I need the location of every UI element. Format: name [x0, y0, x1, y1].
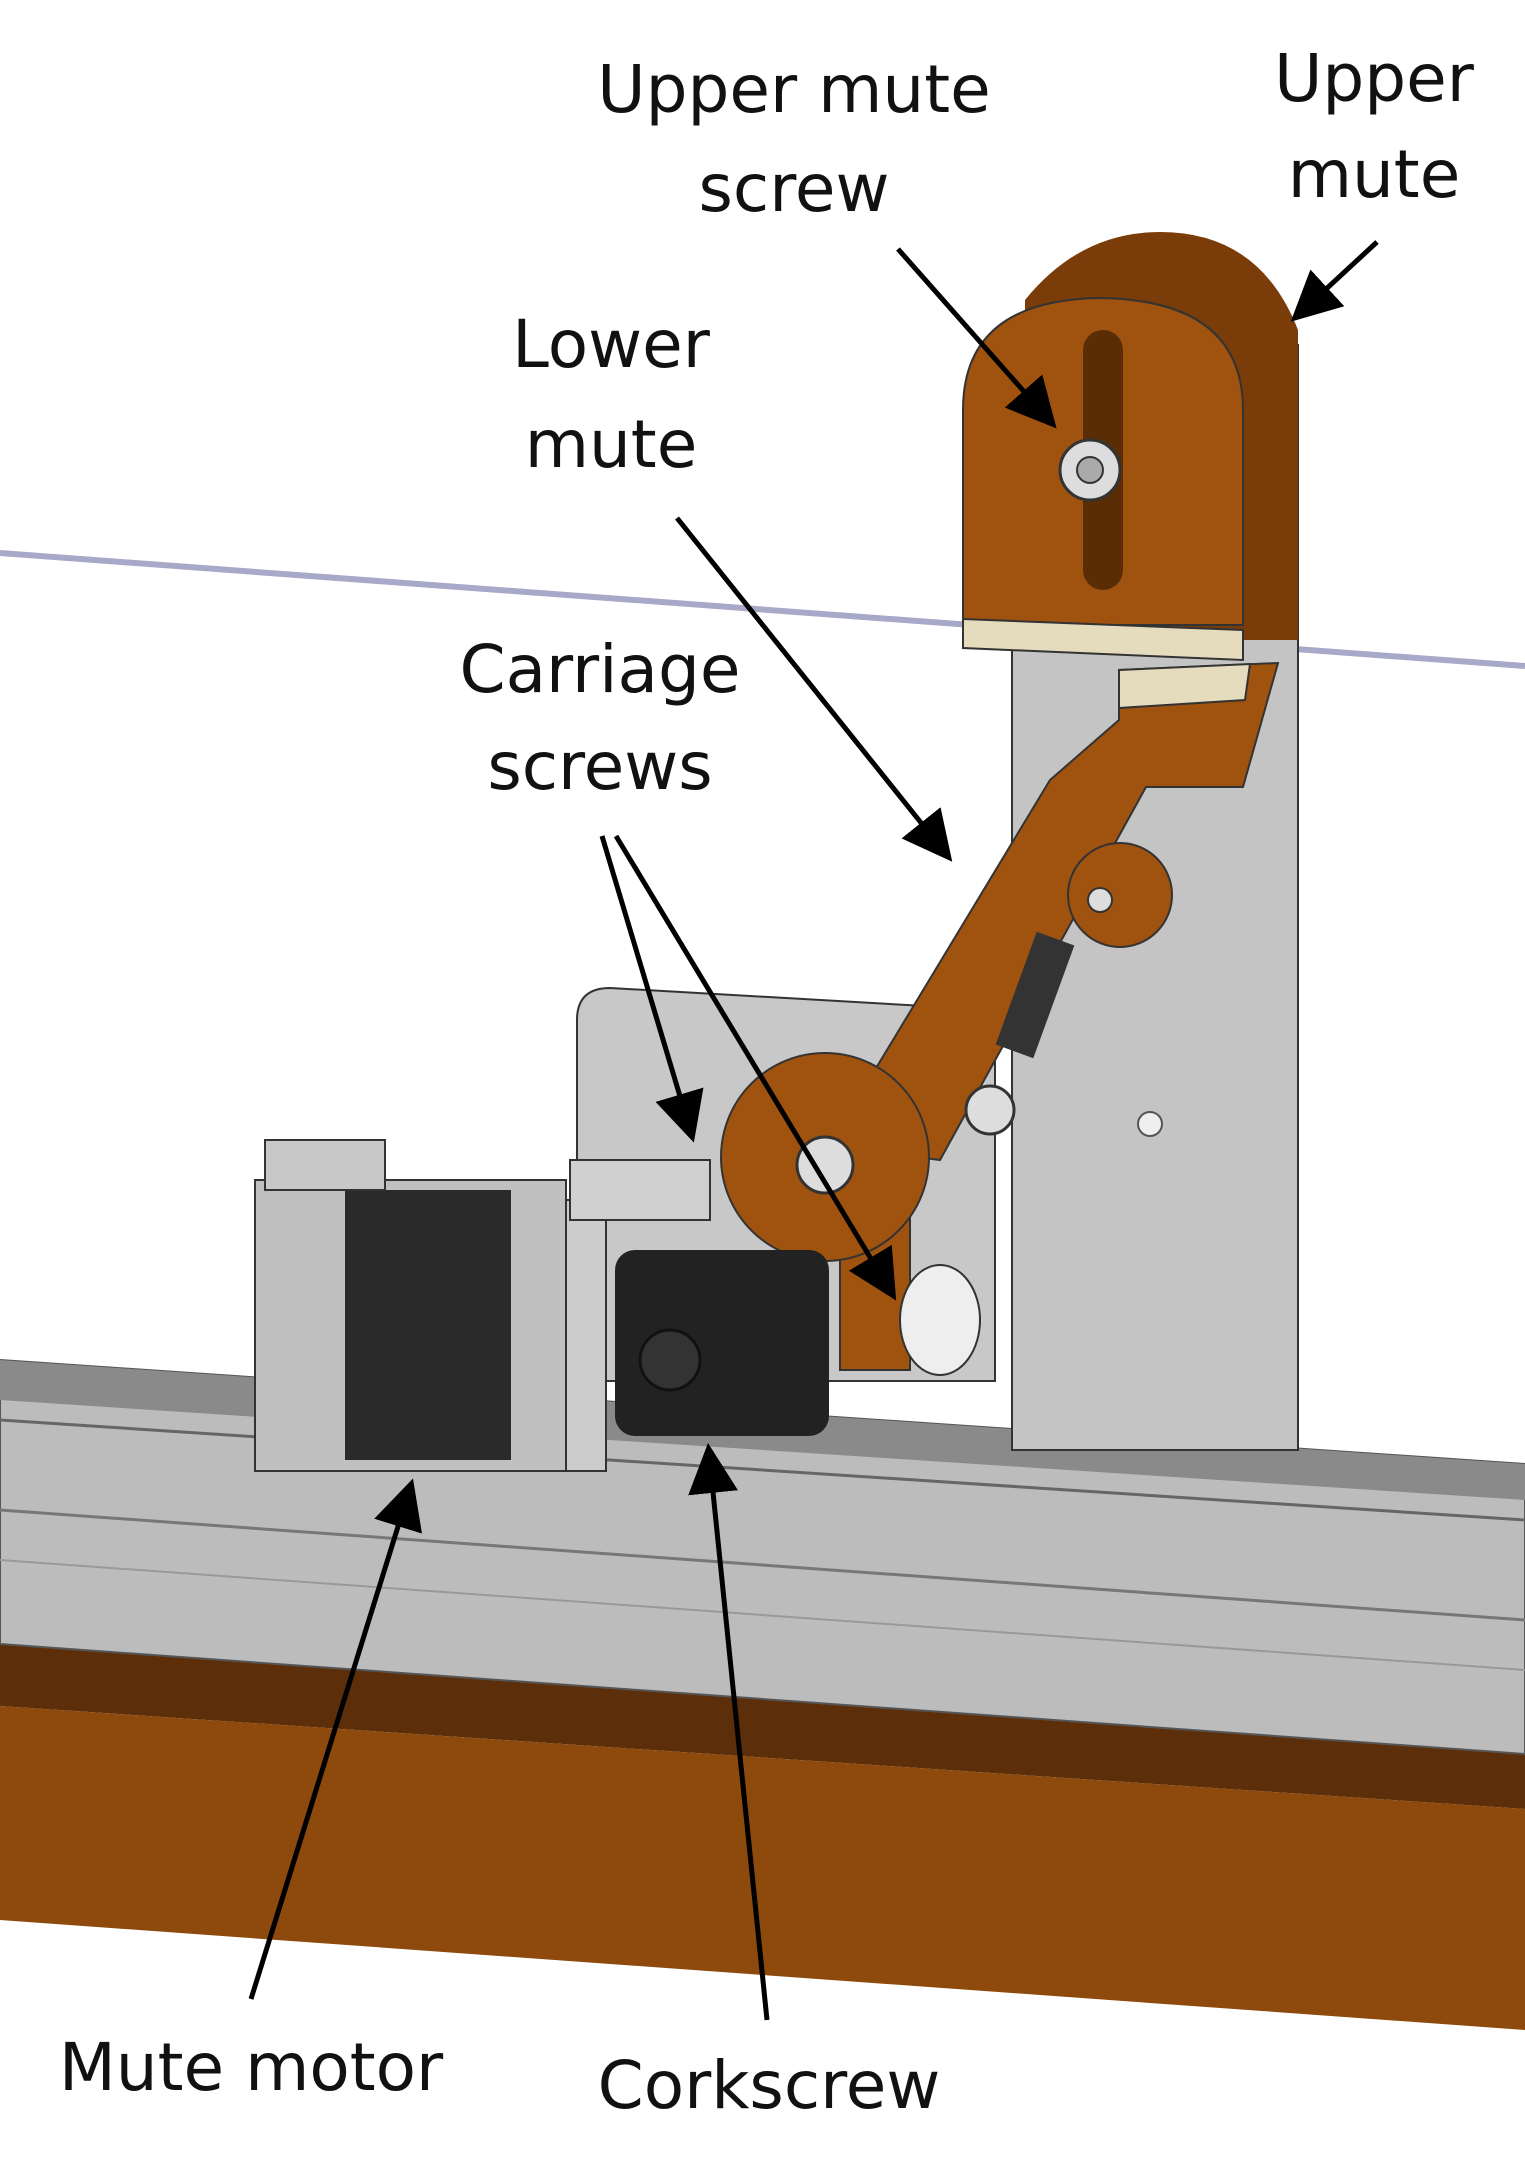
arrows — [248, 240, 1379, 2021]
label-lower-mute: Lower — [512, 306, 711, 383]
spring-anchor-screw — [964, 1084, 1016, 1136]
motor-connector — [264, 1139, 386, 1191]
label-carriage-screws: Carriage — [460, 631, 741, 708]
motor-mount-plate — [565, 1199, 607, 1472]
corkscrew-hole — [638, 1328, 702, 1392]
plate-hole — [1137, 1111, 1163, 1137]
label-mute-motor: Mute motor — [59, 2029, 444, 2106]
arrow-mute-motor — [248, 1478, 422, 2000]
spring — [995, 931, 1075, 1059]
arrow-lower-mute — [675, 516, 953, 862]
coupler — [569, 1159, 711, 1221]
label-corkscrew: Corkscrew — [598, 2047, 941, 2124]
carriage-roller — [899, 1264, 981, 1376]
lower-mute-arm — [827, 661, 1280, 1162]
arrow-carriage-screw-2 — [613, 834, 897, 1301]
pivot-pin — [1087, 887, 1113, 913]
motor-fins — [345, 1190, 511, 1460]
lower-mute-pivot — [1067, 842, 1173, 948]
arrow-upper-mute-screw — [896, 247, 1057, 429]
wood-beam-dark-edge — [0, 1644, 1525, 1809]
rail-groove — [0, 1559, 1525, 1671]
arrow-corkscrew — [688, 1443, 770, 2021]
upper-mute-felt — [962, 617, 1244, 662]
carriage-screw — [795, 1135, 855, 1195]
label-upper-mute-2: mute — [1288, 136, 1461, 213]
label-upper-mute-screw-2: screw — [699, 150, 890, 227]
upper-mute-screw-head — [1076, 456, 1104, 484]
arrow-upper-mute — [1290, 240, 1379, 322]
wood-beam — [0, 1706, 1525, 2030]
label-upper-mute-screw: Upper mute — [597, 51, 990, 128]
arrow-carriage-screw-1 — [599, 835, 704, 1143]
label-upper-mute: Upper — [1274, 40, 1475, 117]
rail-groove — [0, 1508, 1525, 1622]
lower-mute-felt — [1118, 662, 1252, 710]
label-lower-mute-2: mute — [525, 406, 698, 483]
label-carriage-screws-2: screws — [487, 728, 712, 805]
